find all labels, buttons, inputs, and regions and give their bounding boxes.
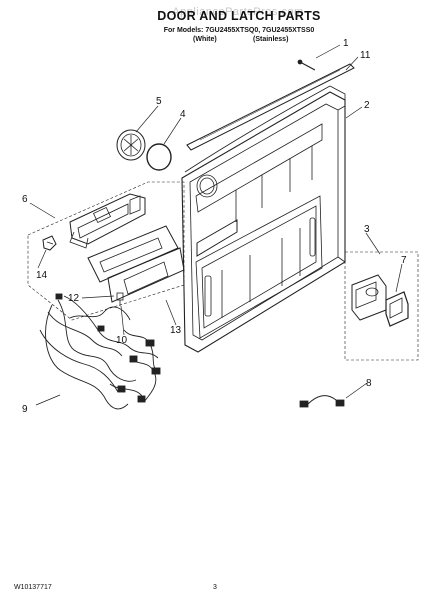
latch-group-outline bbox=[27, 181, 185, 321]
callout-4: 4 bbox=[180, 109, 186, 120]
callout-3: 3 bbox=[364, 224, 370, 235]
callout-12: 12 bbox=[68, 293, 80, 304]
control-board bbox=[87, 225, 185, 303]
finish-stainless-label: (Stainless) bbox=[253, 36, 289, 43]
page-number: 3 bbox=[213, 584, 217, 591]
callout-5: 5 bbox=[156, 96, 162, 107]
handle-gasket bbox=[385, 291, 409, 327]
inner-door-panel bbox=[181, 85, 346, 353]
latch-handle bbox=[351, 274, 387, 321]
latch-button bbox=[42, 235, 57, 251]
callout-leaders bbox=[29, 44, 403, 406]
page-title: DOOR AND LATCH PARTS bbox=[157, 9, 321, 23]
callout-8: 8 bbox=[366, 378, 372, 389]
document-code: W10137717 bbox=[14, 584, 52, 591]
wire-jumper bbox=[299, 395, 345, 408]
finish-white-label: (White) bbox=[193, 36, 217, 43]
dispenser-cap bbox=[116, 129, 146, 161]
callout-14: 14 bbox=[36, 270, 48, 281]
dispenser-gasket bbox=[146, 143, 172, 171]
watermark: AppliancePartsPros.com bbox=[172, 6, 304, 18]
handle-group-outline bbox=[344, 251, 419, 361]
callout-9: 9 bbox=[22, 404, 28, 415]
callout-2: 2 bbox=[364, 100, 370, 111]
models-line: For Models: 7GU2455XTSQ0, 7GU2455XTSS0 bbox=[163, 27, 315, 34]
vent-strip bbox=[186, 63, 355, 151]
wire-harness bbox=[39, 293, 161, 410]
callout-1: 1 bbox=[343, 38, 349, 49]
callout-13: 13 bbox=[170, 325, 182, 336]
callout-11: 11 bbox=[360, 50, 371, 61]
latch-assembly bbox=[69, 193, 146, 249]
screw bbox=[297, 59, 316, 71]
callout-6: 6 bbox=[22, 194, 28, 205]
callout-7: 7 bbox=[401, 255, 407, 266]
callout-10: 10 bbox=[116, 335, 128, 346]
callout-numbers: 1 11 2 5 4 6 3 7 14 12 10 13 8 9 bbox=[22, 38, 407, 415]
board-screw bbox=[116, 292, 124, 306]
